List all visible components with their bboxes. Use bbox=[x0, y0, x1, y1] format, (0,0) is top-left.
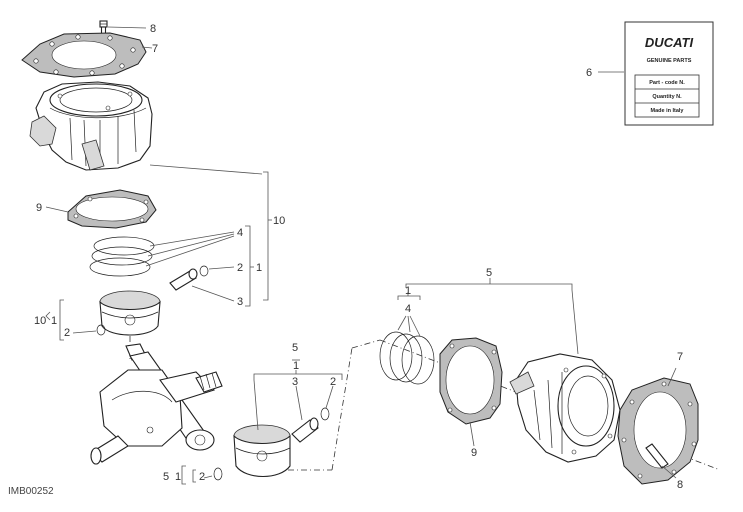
callout-6: 6 bbox=[586, 67, 592, 79]
ducati-brand-text: DUCATI bbox=[645, 35, 694, 50]
base-gasket-part-9[interactable] bbox=[67, 189, 157, 229]
callout-10-left: 10 bbox=[34, 315, 46, 327]
callout-8-top: 8 bbox=[150, 23, 156, 35]
made-in-italy-row: Made in Italy bbox=[650, 108, 684, 114]
callout-5-right: 5 bbox=[486, 267, 492, 279]
callout-1-bot: 1 bbox=[175, 471, 181, 483]
base-gasket-right-part-9[interactable] bbox=[439, 337, 503, 425]
cylinder-right-part[interactable] bbox=[509, 353, 621, 463]
piston-rings-part-4[interactable] bbox=[89, 236, 155, 277]
callout-4-left: 4 bbox=[237, 227, 243, 239]
callout-5-mid: 5 bbox=[292, 342, 298, 354]
callout-4-right: 4 bbox=[405, 303, 411, 315]
callout-8-right: 8 bbox=[677, 479, 683, 491]
circlip-part-2[interactable] bbox=[199, 265, 209, 277]
bracket-5-bot bbox=[181, 465, 186, 485]
stud-right-part-8[interactable] bbox=[645, 443, 669, 469]
bracket-10-left bbox=[59, 299, 64, 341]
piston-rings-right-part-4[interactable] bbox=[379, 331, 435, 385]
piston-mid[interactable] bbox=[233, 424, 291, 477]
bracket-5-right bbox=[405, 283, 573, 290]
genuine-parts-text: GENUINE PARTS bbox=[647, 58, 692, 64]
callout-9-right: 9 bbox=[471, 447, 477, 459]
crankshaft-part[interactable] bbox=[90, 343, 223, 465]
callout-1-left: 1 bbox=[256, 262, 262, 274]
head-gasket-right-part-7[interactable] bbox=[617, 377, 699, 485]
callout-1-right: 1 bbox=[405, 285, 411, 297]
genuine-parts-label-card: DUCATI GENUINE PARTS Part - code N. Quan… bbox=[624, 21, 714, 126]
callout-1-left-b: 1 bbox=[51, 315, 57, 327]
callout-2-left-b: 2 bbox=[64, 327, 70, 339]
head-gasket-part-7[interactable] bbox=[21, 32, 147, 78]
callout-10-top: 10 bbox=[273, 215, 285, 227]
drawing-code: IMB00252 bbox=[8, 486, 54, 497]
bracket-10-top bbox=[263, 171, 269, 301]
callout-5-bot: 5 bbox=[163, 471, 169, 483]
piston-pin-part-3[interactable] bbox=[169, 268, 198, 291]
callout-2-mid: 2 bbox=[330, 376, 336, 388]
callout-1-mid: 1 bbox=[293, 360, 299, 372]
callout-9-left: 9 bbox=[36, 202, 42, 214]
callout-7-right: 7 bbox=[677, 351, 683, 363]
quantity-row: Quantity N. bbox=[652, 94, 682, 100]
callout-3-mid: 3 bbox=[292, 376, 298, 388]
circlip-mid-bottom[interactable] bbox=[213, 467, 223, 481]
circlip-left-bottom[interactable] bbox=[96, 324, 106, 336]
bracket-5-mid bbox=[253, 373, 343, 380]
callout-7-top: 7 bbox=[152, 43, 158, 55]
callout-3-left: 3 bbox=[237, 296, 243, 308]
callout-2-left: 2 bbox=[237, 262, 243, 274]
callout-2-bot: 2 bbox=[199, 471, 205, 483]
circlip-mid-part-2[interactable] bbox=[320, 407, 330, 421]
bracket-1-left bbox=[245, 225, 251, 307]
piston-pin-mid-part-3[interactable] bbox=[291, 417, 319, 443]
cylinder-part[interactable] bbox=[29, 81, 153, 171]
piston-left[interactable] bbox=[99, 290, 161, 336]
part-code-row: Part - code N. bbox=[649, 80, 685, 86]
